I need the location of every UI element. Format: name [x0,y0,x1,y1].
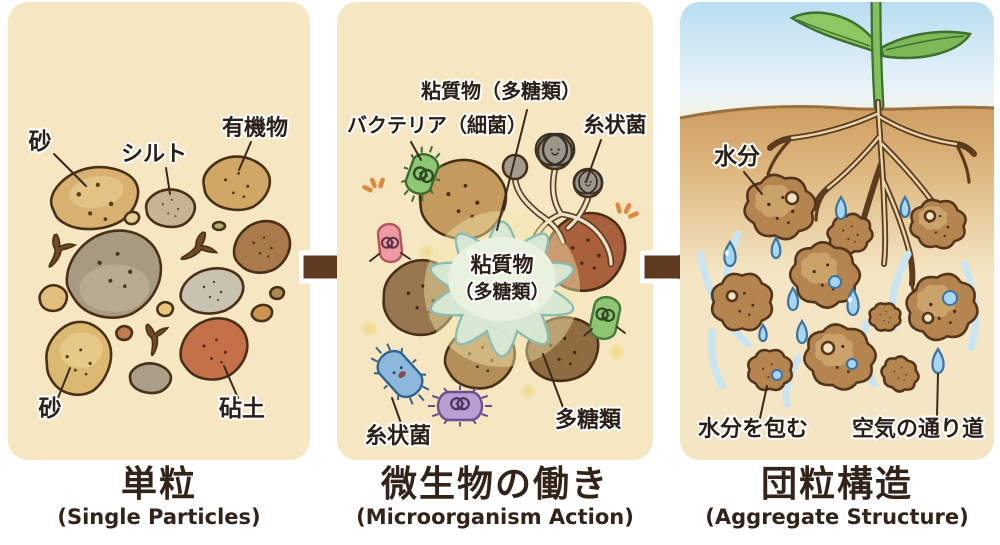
label-clay: 砧土 [219,396,265,422]
leader-sand-bottom [57,367,71,399]
caption-en-single-particles: (Single Particles) [57,505,261,530]
blob-label-line2: （多糖類） [454,280,549,303]
leader-wrap-moisture [759,385,768,419]
label-bacteria: バクテリア（細菌） [347,113,527,137]
label-fungi-bottom: 糸状菌 [365,424,431,449]
caption-single-particles: 単粒 (Single Particles) [8,464,310,530]
caption-aggregate-structure: 団粒構造 (Aggregate Structure) [680,464,994,530]
leaf-right [879,30,973,60]
label-silt: シルト [121,142,187,167]
stem [872,2,883,110]
label-air-passage: 空気の通り道 [852,416,984,442]
water-droplets [724,197,943,373]
microorganism-illustration: 粘質物 （多糖類） 粘質物（多糖類） バクテリア（細菌） [337,77,653,460]
seedling [789,2,973,112]
label-mucilage: 粘質物（多糖類） [421,79,581,103]
leader-polysaccharides [542,353,565,411]
slime-blob: 粘質物 （多糖類） [424,211,580,367]
leader-bacteria [410,141,422,161]
caption-jp-single-particles: 単粒 [120,464,197,505]
caption-en-microorganism-action: (Microorganism Action) [356,505,634,530]
leader-mucilage [496,109,528,231]
leader-clay [223,365,239,399]
label-sand-bottom: 砂 [39,396,62,422]
horizon-line [680,104,994,120]
caption-microorganism-action: 微生物の働き (Microorganism Action) [337,464,653,530]
panel-single-particles: 砂 シルト 有機物 砂 砧土 [8,2,310,460]
aggregate-illustration: 水分 水分を包む 空気の通り道 [680,2,994,460]
leader-sand-top [53,153,87,187]
bacterium-blue [360,333,440,415]
leader-air-passage [936,373,939,417]
label-polysaccharides: 多糖類 [555,407,622,433]
caption-jp-aggregate-structure: 団粒構造 [760,464,913,505]
leader-fungi-bottom [391,397,403,427]
bacterium-purple [428,386,492,427]
leader-fungi-top [585,139,602,183]
bacterium-pink [370,223,410,263]
label-fungi-top: 糸状菌 [584,113,647,137]
microbe-labels: 粘質物（多糖類） バクテリア（細菌） 糸状菌 糸状菌 多糖類 [345,77,649,451]
fungus-face [550,148,560,154]
label-wrap-moisture: 水分を包む [698,416,808,442]
leader-organic [238,141,252,171]
aggregates [712,171,981,397]
sparkle-right [615,201,638,219]
label-organic: 有機物 [222,115,288,141]
stones [40,155,294,398]
label-moisture: 水分 [714,144,760,170]
leader-moisture [743,171,763,195]
sparkle-left [363,176,384,192]
panel-aggregate-structure: 水分 水分を包む 空気の通り道 [680,2,994,460]
leaf-left [789,11,878,54]
fungi-heads [501,135,604,199]
bacterium-green-right [584,295,625,341]
aggregate-labels: 水分 水分を包む 空気の通り道 [696,142,986,444]
blob-label-line1: 粘質物 [471,253,534,277]
particle-labels: 砂 シルト 有機物 砂 砧土 [27,113,291,424]
label-sand-top: 砂 [29,129,52,155]
single-particles-illustration: 砂 シルト 有機物 砂 砧土 [8,2,310,460]
caption-jp-microorganism-action: 微生物の働き [380,464,609,505]
leader-silt [165,167,171,195]
caption-en-aggregate-structure: (Aggregate Structure) [705,505,969,530]
panel-microorganism-action: 粘質物 （多糖類） 粘質物（多糖類） バクテリア（細菌） [337,2,653,460]
